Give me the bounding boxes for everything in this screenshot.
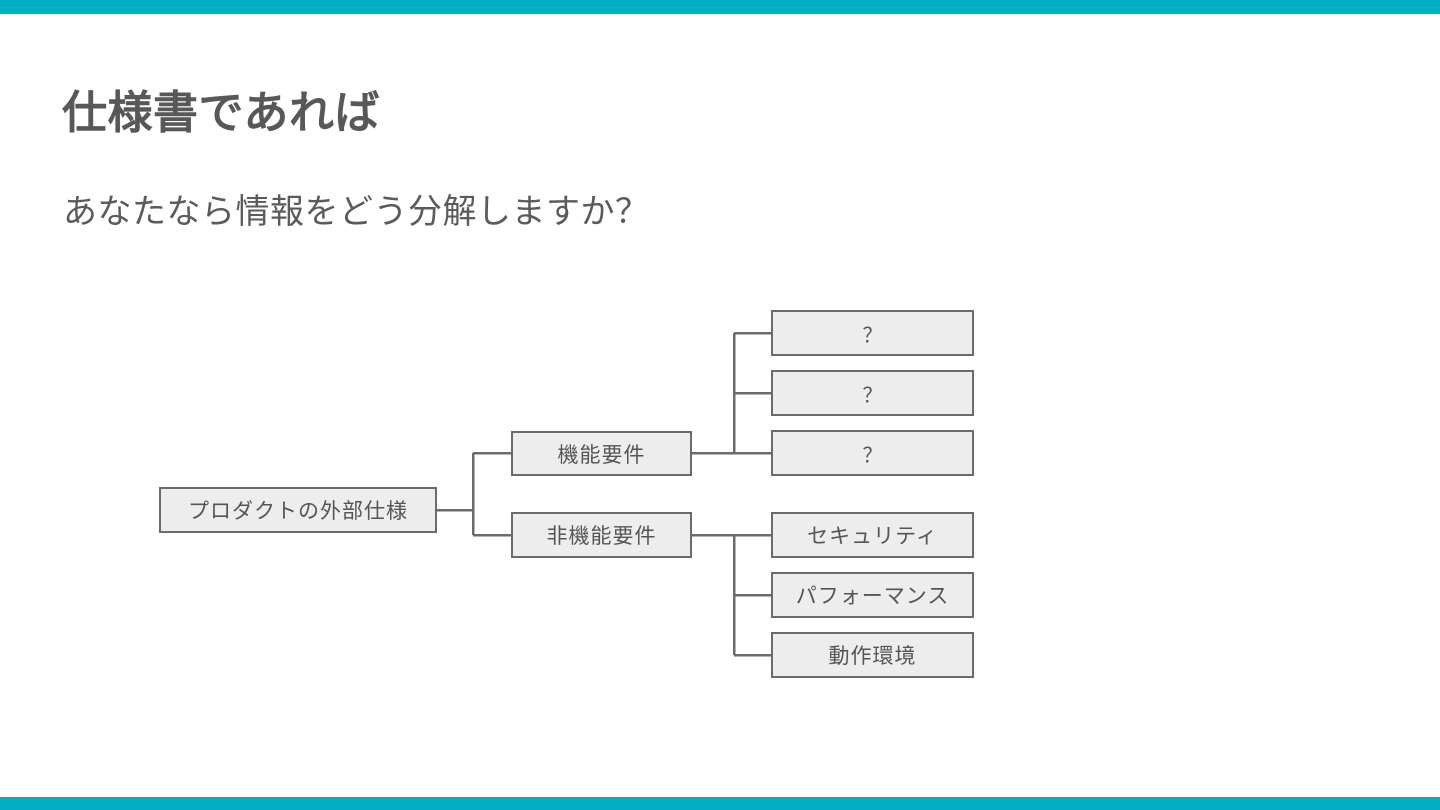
tree-node-nonfunctional-child-security[interactable]: セキュリティ: [771, 512, 974, 558]
tree-node-functional-child-1-label: ？: [862, 324, 883, 347]
tree-node-nonfunctional-child-security-label: セキュリティ: [807, 525, 938, 548]
tree-node-functional-child-1[interactable]: ？: [771, 310, 974, 356]
page-subtitle: あなたなら情報をどう分解しますか？: [63, 193, 650, 231]
tree-node-functional-requirements-label: 機能要件: [557, 443, 646, 467]
tree-node-root-label: プロダクトの外部仕様: [188, 500, 408, 523]
tree-node-functional-requirements[interactable]: 機能要件: [511, 431, 692, 476]
tree-node-nonfunctional-requirements-label: 非機能要件: [546, 525, 657, 548]
tree-node-nonfunctional-child-performance[interactable]: パフォーマンス: [771, 572, 974, 618]
tree-node-nonfunctional-child-environment-label: 動作環境: [828, 645, 917, 668]
tree-node-nonfunctional-child-environment[interactable]: 動作環境: [771, 632, 974, 678]
page-title: 仕様書であれば: [62, 87, 381, 138]
tree-node-functional-child-3[interactable]: ？: [771, 430, 974, 476]
tree-node-root[interactable]: プロダクトの外部仕様: [159, 487, 437, 533]
bottom-accent-bar: [0, 797, 1440, 810]
tree-node-functional-child-2-label: ？: [862, 384, 883, 407]
tree-node-functional-child-2[interactable]: ？: [771, 370, 974, 416]
tree-node-nonfunctional-requirements[interactable]: 非機能要件: [511, 512, 692, 558]
tree-node-functional-child-3-label: ？: [862, 444, 883, 467]
tree-node-nonfunctional-child-performance-label: パフォーマンス: [795, 585, 950, 608]
top-accent-bar: [0, 0, 1440, 14]
